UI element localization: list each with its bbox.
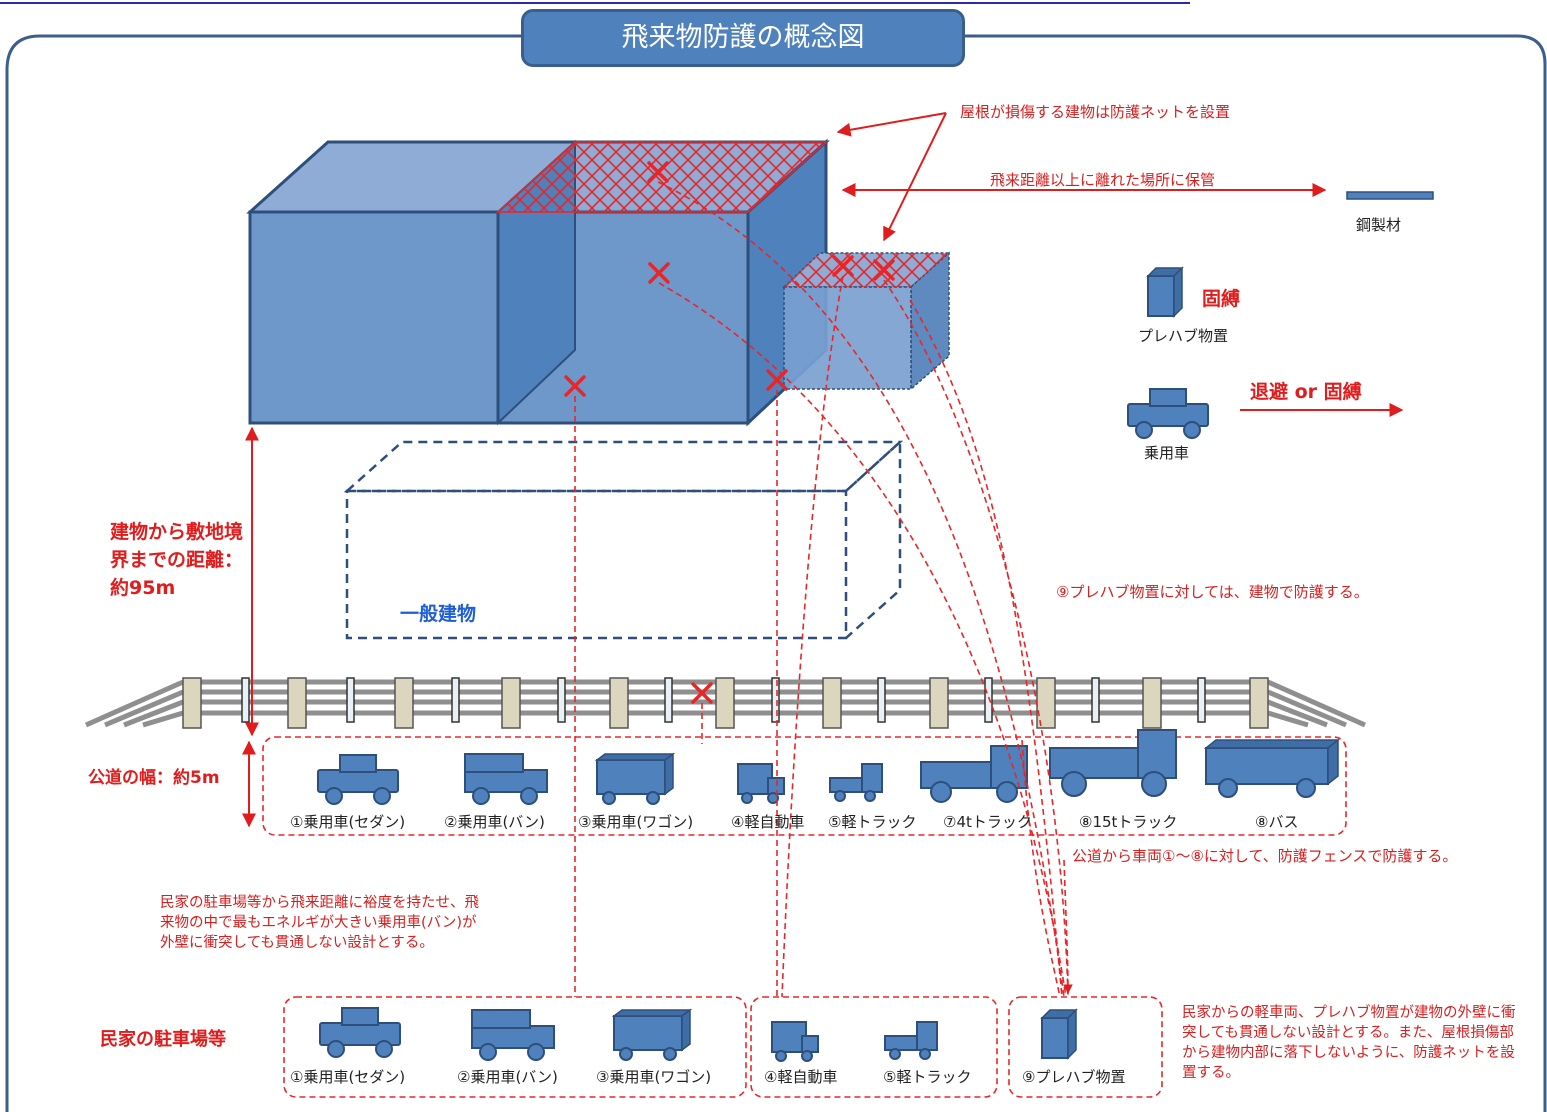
prefab-action-label: 固縛: [1202, 288, 1241, 310]
road-wagon-icon: [596, 753, 674, 805]
steel-material-icon: [1346, 191, 1434, 200]
car-label: 乗用車: [1144, 444, 1190, 462]
trajectory-lines: [574, 181, 1073, 998]
road-vehicle-label: ⑧15tトラック: [1079, 813, 1178, 831]
parking-cars-group: [283, 996, 747, 1098]
parking-kei-car-icon: [771, 1021, 819, 1062]
prefab-legend-icon: [1147, 267, 1183, 317]
main-building: [246, 138, 830, 427]
parking-vehicle-label: ⑨プレハブ物置: [1022, 1068, 1126, 1086]
car-action-label: 退避 or 固縛: [1250, 381, 1362, 403]
prefab-label: プレハブ物置: [1138, 327, 1229, 345]
road-vehicles-group: [262, 736, 1347, 836]
road-vehicle-label: ③乗用車(ワゴン): [578, 813, 694, 831]
road-bus-icon: [1205, 739, 1339, 798]
car-legend-icon: [1127, 388, 1209, 439]
road-vehicle-label: ⑤軽トラック: [828, 813, 917, 831]
general-building-outline: [343, 439, 904, 640]
road-kei-truck-icon: [829, 763, 883, 802]
parking-vehicle-label: ⑤軽トラック: [883, 1068, 972, 1086]
net-note: 屋根が損傷する建物は防護ネットを設置: [960, 103, 1231, 121]
road-van-icon: [464, 753, 548, 805]
road-vehicle-label: ④軽自動車: [731, 813, 805, 831]
light-vehicle-note: 民家からの軽車両、プレハブ物置が建物の外壁に衝突しても貫通しない設計とする。また…: [1182, 1005, 1516, 1081]
protective-fence: [84, 677, 1367, 729]
storage-note: 飛来距離以上に離れた場所に保管: [990, 171, 1216, 189]
parking-sedan-icon: [319, 1007, 401, 1058]
road-vehicle-label: ②乗用車(バン): [444, 813, 545, 831]
road-vehicle-label: ⑧バス: [1255, 813, 1299, 831]
road-truck-4t-icon: [920, 745, 1028, 803]
parking-wagon-icon: [613, 1009, 691, 1061]
diagram-title: 飛来物防護の概念図: [521, 9, 965, 67]
fence-note: 公道から車両①～⑧に対して、防護フェンスで防護する。: [1072, 847, 1458, 865]
parking-kei-group: [750, 996, 998, 1098]
parking-vehicle-label: ④軽自動車: [764, 1068, 838, 1086]
prefab-protect-note: ⑨プレハブ物置に対しては、建物で防護する。: [1056, 583, 1369, 601]
parking-prefab-shed-icon: [1041, 1009, 1077, 1059]
annotation-arrows: [242, 112, 1404, 828]
margin-note: 民家の駐車場等から飛来距離に裕度を持たせ、飛来物の中で最もエネルギが大きい乗用車…: [160, 895, 479, 951]
parking-vehicle-label: ②乗用車(バン): [457, 1068, 558, 1086]
parking-kei-truck-icon: [884, 1021, 938, 1060]
small-building: [782, 251, 951, 391]
distance-label: 建物から敷地境界までの距離：約95m: [110, 521, 244, 599]
road-sedan-icon: [317, 754, 399, 805]
general-building-label: 一般建物: [400, 603, 477, 625]
parking-vehicle-label: ③乗用車(ワゴン): [596, 1068, 712, 1086]
road-vehicle-label: ⑦4tトラック: [943, 813, 1032, 831]
parking-vehicle-label: ①乗用車(セダン): [290, 1068, 406, 1086]
parking-van-icon: [471, 1009, 555, 1061]
steel-label: 鋼製材: [1356, 216, 1402, 234]
parking-label: 民家の駐車場等: [100, 1029, 226, 1050]
road-truck-15t-icon: [1049, 729, 1177, 797]
parking-prefab-group: [1008, 996, 1163, 1098]
road-vehicle-label: ①乗用車(セダン): [290, 813, 406, 831]
road-width-label: 公道の幅：約5m: [88, 768, 220, 788]
outer-frame: [5, 34, 1547, 1112]
